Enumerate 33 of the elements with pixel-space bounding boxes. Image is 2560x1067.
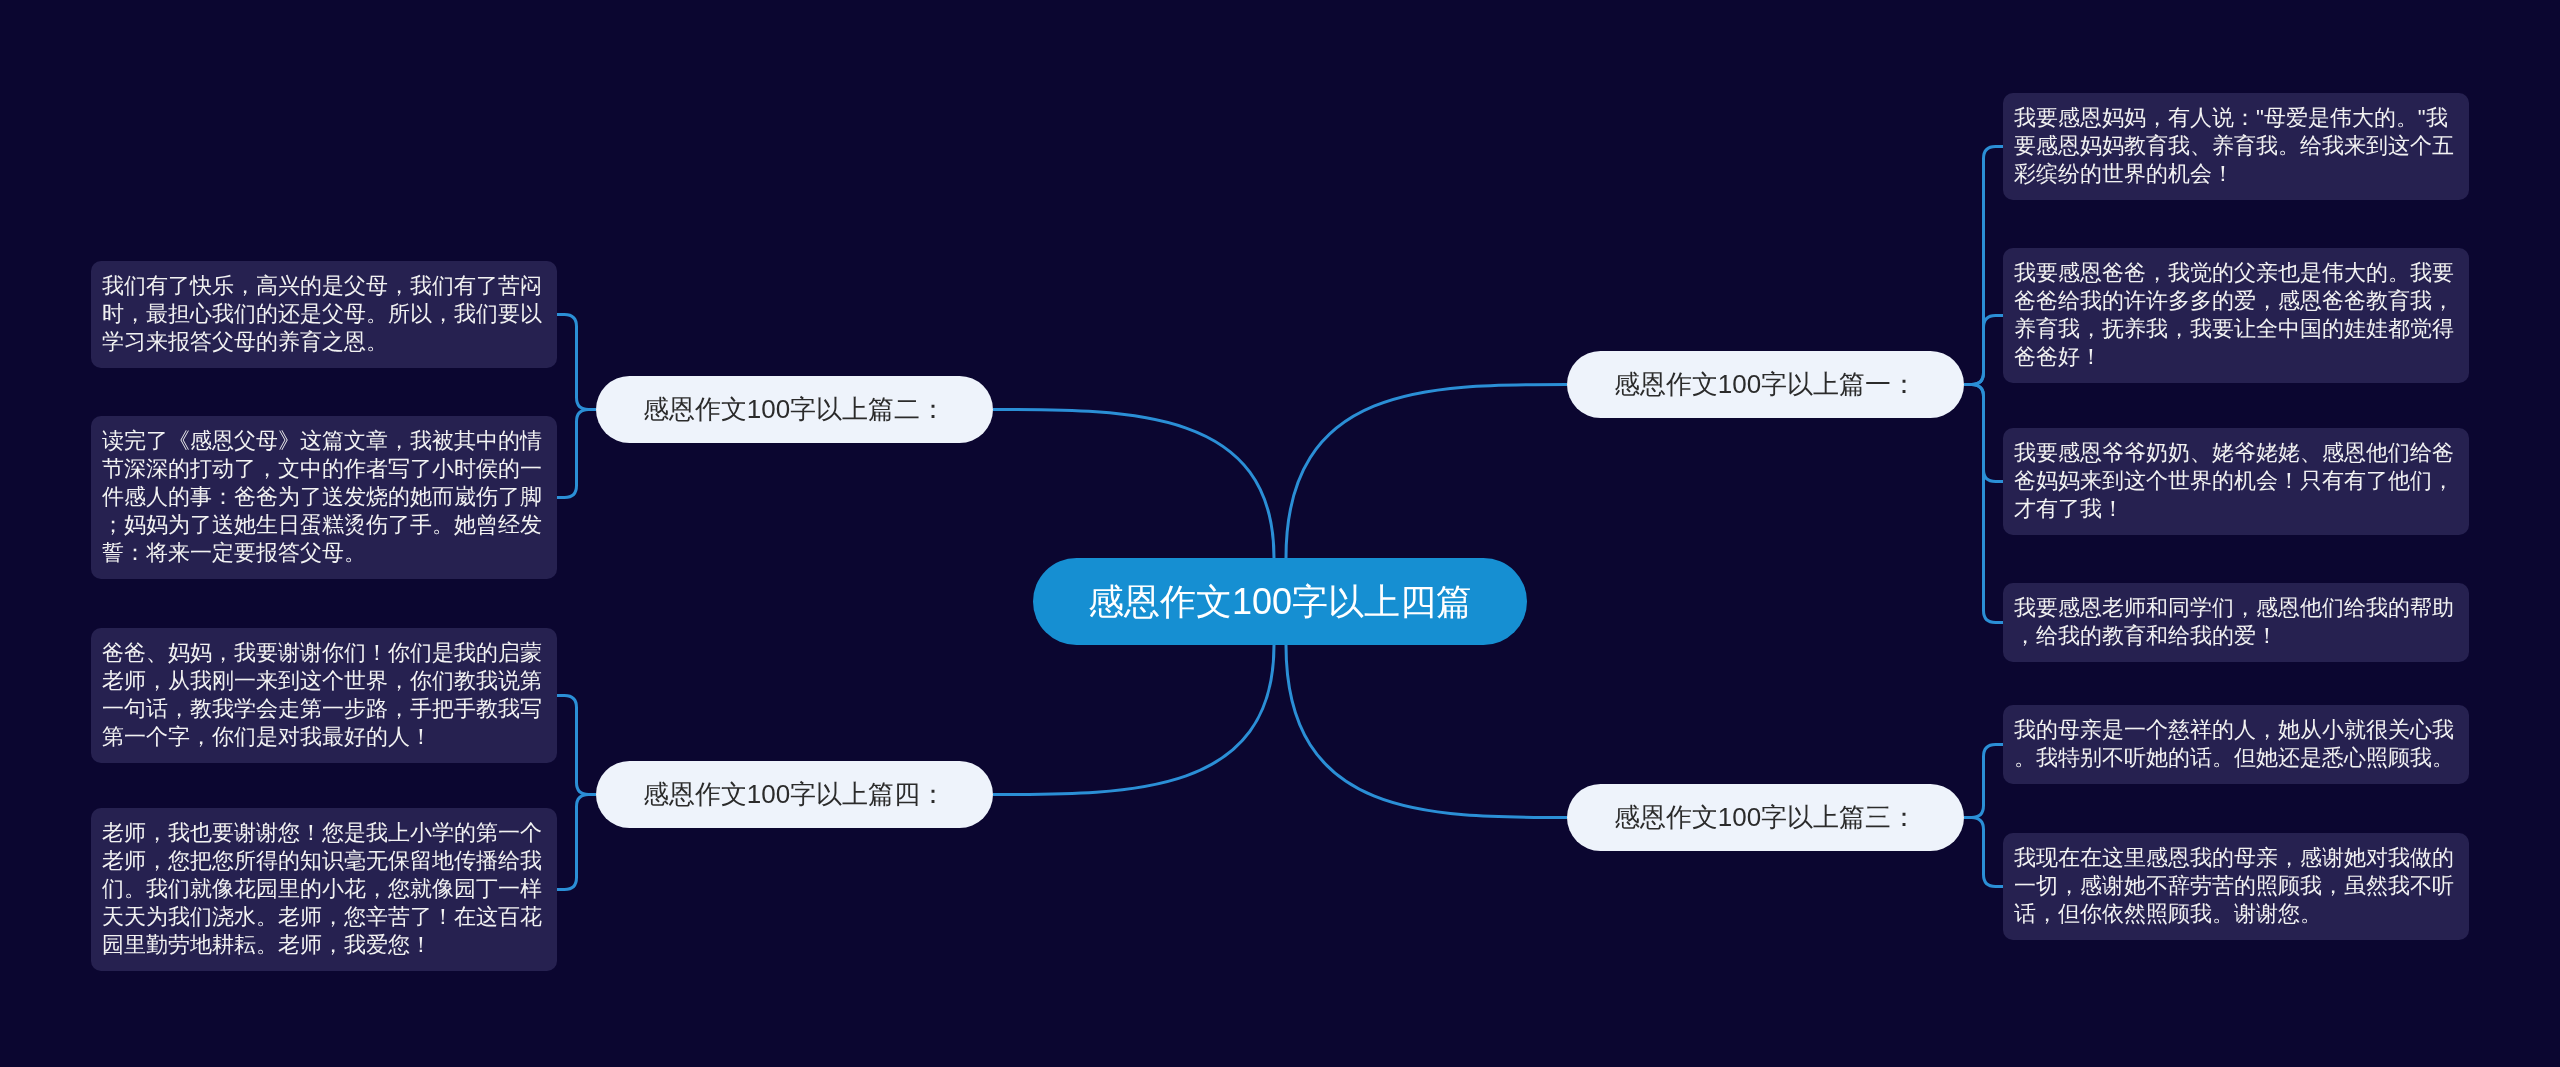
note-card [91,628,557,763]
central-topic-title: 感恩作文100字以上四篇 [1087,579,1473,624]
note-text: 我们有了快乐，高兴的是父母，我们有了苦闷时，最担心我们的还是父母。所以，我们要以学习来报答父母的养育之恩。 [102,272,543,356]
note-card [91,261,557,368]
note-card [91,808,557,971]
note-card [91,416,557,579]
connector-line [993,644,1276,796]
connector-line [1964,383,2003,624]
subtopic-label: 感恩作文100字以上篇三： [1613,801,1918,834]
note-card [2003,705,2469,784]
note-card [2003,583,2469,662]
note-card [2003,833,2469,940]
note-card [2003,428,2469,535]
note-text: 我要感恩爷爷奶奶、姥爷姥姥、感恩他们给爸爸妈妈来到这个世界的机会！只有有了他们，才有了我！ [2014,439,2455,523]
connector-line [557,408,596,499]
note-text: 我要感恩爸爸，我觉的父亲也是伟大的。我要爸爸给我的许许多多的爱，感恩爸爸教育我，养育我，抚养我，我要让全中国的娃娃都觉得爸爸好！ [2014,259,2455,371]
note-text: 我的母亲是一个慈祥的人，她从小就很关心我。我特别不听她的话。但她还是悉心照顾我。 [2014,716,2455,772]
note-text: 我要感恩妈妈，有人说："母爱是伟大的。"我要感恩妈妈教育我、养育我。给我来到这个五彩缤纷的世界的机会！ [2014,104,2455,188]
note-text: 读完了《感恩父母》这篇文章，我被其中的情节深深的打动了，文中的作者写了小时侯的一件感人的事：爸爸为了送发烧的她而崴伤了脚；妈妈为了送她生日蛋糕烫伤了手。她曾经发誓：将来一定要报答父母。 [102,427,543,567]
note-card [2003,93,2469,200]
note-text: 老师，我也要谢谢您！您是我上小学的第一个老师，您把您所得的知识毫无保留地传播给我们。我们就像花园里的小花，您就像园丁一样天天为我们浇水。老师，您辛苦了！在这百花园里勤劳地耕耘。老师，我爱您！ [102,819,543,959]
subtopic-label: 感恩作文100字以上篇一： [1613,368,1918,401]
note-text: 爸爸、妈妈，我要谢谢你们！你们是我的启蒙老师，从我刚一来到这个世界，你们教我说第一句话，教我学会走第一步路，手把手教我写第一个字，你们是对我最好的人！ [102,639,543,751]
subtopic-label: 感恩作文100字以上篇二： [642,393,947,426]
connector-line [557,793,596,891]
note-text: 我现在在这里感恩我的母亲，感谢她对我做的一切，感谢她不辞劳苦的照顾我，虽然我不听话，但你依然照顾我。谢谢您。 [2014,844,2455,928]
connector-line [993,408,1276,559]
note-text: 我要感恩老师和同学们，感恩他们给我的帮助，给我的教育和给我的爱！ [2014,594,2455,650]
note-card [2003,248,2469,383]
connector-line [1964,816,2003,888]
subtopic-label: 感恩作文100字以上篇四： [642,778,947,811]
connector-line [1284,383,1567,559]
connector-line [1284,644,1567,819]
